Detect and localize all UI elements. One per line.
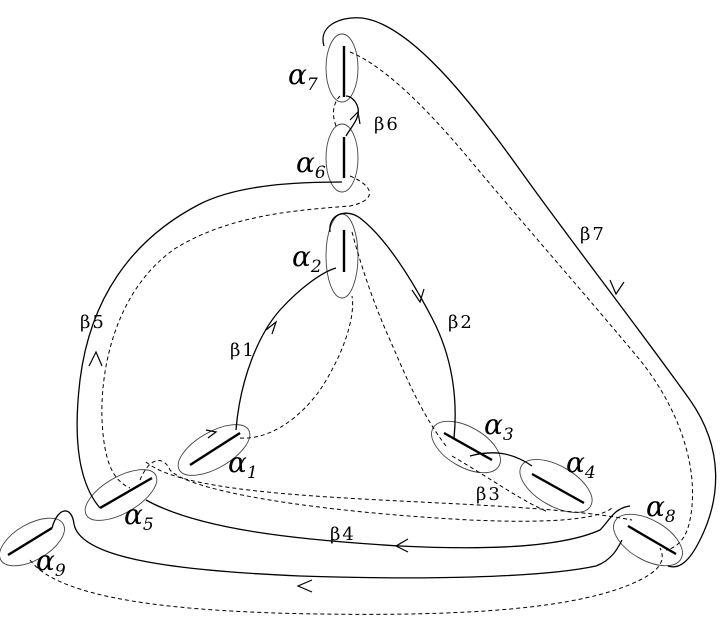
- curve-beta-2-solid: [329, 212, 456, 439]
- dashed-curves: [29, 51, 693, 615]
- segment-alpha-4: [531, 472, 585, 505]
- curve-beta-1-solid: [235, 267, 337, 431]
- curve-beta-1-dashed: [239, 295, 354, 439]
- curve-inner-loop-dashed: [139, 460, 613, 522]
- curve-beta-7-dashed: [349, 51, 693, 551]
- curve-beta-2-dashed: [351, 231, 447, 447]
- arrow-beta-2: [411, 288, 425, 304]
- alpha-labels: α1 α2 α3 α4 α5 α6 α7 α8 α9: [36, 58, 676, 581]
- curve-beta-3-solid: [469, 452, 533, 467]
- label-alpha-6: α6: [296, 146, 326, 183]
- curve-beta-5-solid: [76, 181, 343, 509]
- arrow-beta-4: [394, 538, 409, 553]
- ellipse-alpha-8: [613, 513, 683, 567]
- ellipse-alpha-5: [84, 469, 158, 521]
- curve-beta-5-dashed: [101, 175, 370, 489]
- segment-alpha-5: [99, 476, 153, 510]
- label-alpha-9: α9: [36, 544, 66, 581]
- segment-alpha-9: [7, 526, 53, 557]
- label-alpha-3: α3: [484, 408, 514, 445]
- ellipse-alpha-2: [325, 213, 359, 299]
- curve-bottom-band-solid: [51, 510, 623, 579]
- curve-beta-6-dashed: [333, 95, 341, 127]
- segment-alpha-8: [627, 524, 677, 556]
- curve-beta-4-dashed: [145, 461, 633, 521]
- label-alpha-4: α4: [566, 446, 596, 483]
- curve-bottom-band-dashed: [29, 547, 663, 615]
- label-alpha-2: α2: [292, 240, 322, 277]
- arrow-beta-1: [265, 320, 278, 335]
- segment-alpha-1: [189, 431, 241, 467]
- arrow-beta-7: [609, 279, 625, 296]
- arrow-beta-6: [349, 110, 361, 125]
- ellipse-alpha-9: [0, 517, 65, 567]
- arrow-alpha-1: [205, 429, 218, 439]
- label-alpha-1: α1: [228, 446, 258, 483]
- segment-alpha-3: [443, 431, 493, 462]
- ellipse-alpha-6: [325, 123, 359, 193]
- label-alpha-7: α7: [288, 58, 318, 95]
- arrow-beta-5: [88, 350, 103, 367]
- label-alpha-8: α8: [646, 490, 676, 527]
- curve-beta-7-solid: [322, 17, 717, 568]
- solid-curves: [51, 17, 717, 579]
- ellipse-alpha-7: [325, 33, 359, 103]
- ellipse-alpha-4: [519, 459, 593, 513]
- ellipse-alpha-1: [177, 424, 251, 476]
- arrow-bottom-band: [296, 579, 313, 593]
- alpha-ellipses: [0, 33, 683, 567]
- direction-arrows: [88, 110, 625, 593]
- curve-beta-6-solid: [345, 95, 359, 137]
- curve-beta-4-solid: [145, 499, 631, 549]
- curve-beta-3-dashed: [451, 455, 549, 513]
- label-alpha-5: α5: [124, 498, 154, 535]
